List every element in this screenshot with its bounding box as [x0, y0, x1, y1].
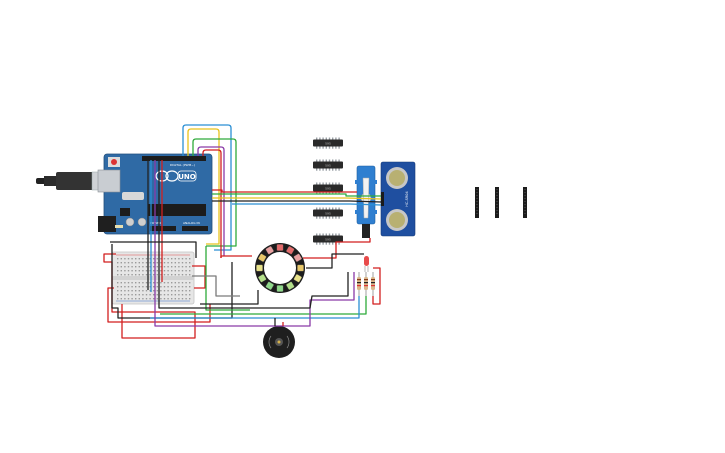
wire-green[interactable]	[212, 193, 381, 197]
wire-red[interactable]	[103, 253, 196, 339]
pin-header-strip[interactable]	[495, 187, 499, 218]
wire-red[interactable]	[202, 149, 222, 258]
wire-black[interactable]	[111, 244, 233, 319]
breadboard-holes	[117, 258, 191, 300]
wire-purple[interactable]	[197, 146, 225, 256]
resistor[interactable]	[364, 272, 368, 296]
wire-purple[interactable]	[154, 272, 355, 327]
wire-black[interactable]	[158, 272, 349, 309]
neopixel-pixels	[256, 244, 304, 292]
wire-black[interactable]	[306, 253, 364, 269]
wire-gray[interactable]	[192, 275, 240, 297]
wire-red[interactable]	[372, 267, 381, 305]
wire-green[interactable]	[192, 138, 237, 247]
wire-green[interactable]	[205, 246, 250, 311]
pin-header-strip[interactable]	[475, 187, 479, 218]
ic-chip-label: 595	[325, 212, 331, 216]
wire-red[interactable]	[220, 255, 252, 258]
ic-chip-label: 595	[325, 164, 331, 168]
reset-button[interactable]	[111, 159, 117, 165]
sound-icon	[268, 335, 272, 349]
wire-blue[interactable]	[232, 203, 382, 206]
wire-red[interactable]	[303, 238, 371, 259]
neopixel-led	[286, 246, 295, 255]
neopixel-led	[258, 253, 267, 262]
red-led[interactable]	[364, 256, 369, 272]
ic-chip-595[interactable]: 595	[313, 207, 343, 219]
ic-chip-label: 595	[325, 238, 331, 242]
analog-header[interactable]	[182, 226, 208, 231]
wire-yellow[interactable]	[212, 197, 382, 200]
wire-red[interactable]	[212, 189, 357, 193]
neopixel-led	[256, 264, 263, 272]
board-brand-text: UNO	[178, 173, 196, 181]
neopixel-led	[276, 285, 284, 292]
atmega-chip	[148, 204, 206, 216]
neopixel-led	[265, 246, 274, 255]
ic-chip-595[interactable]: 595	[313, 233, 343, 245]
servo-connector	[362, 224, 370, 238]
crystal	[122, 192, 144, 200]
wire-yellow[interactable]	[187, 128, 220, 245]
ic-chip-595[interactable]: 595	[313, 137, 343, 149]
wire-blue[interactable]	[150, 296, 360, 319]
analog-label: ANALOG IN	[183, 221, 200, 225]
resistor[interactable]	[371, 272, 375, 296]
neopixel-led	[286, 281, 295, 290]
neopixel-led	[293, 253, 302, 262]
wire-red[interactable]	[192, 265, 206, 289]
digital-label: DIGITAL (PWM~)	[170, 163, 195, 167]
neopixel-led	[297, 264, 304, 272]
digital-header[interactable]	[142, 156, 206, 161]
resistor-group[interactable]	[357, 256, 375, 296]
wire-blue[interactable]	[182, 124, 232, 251]
servo-motor[interactable]	[355, 165, 377, 238]
neopixel-led	[265, 281, 274, 290]
sensor-label: HC-SR04	[405, 191, 409, 207]
wires[interactable]	[103, 124, 382, 339]
receiver-icon	[389, 212, 405, 228]
power-header[interactable]	[150, 226, 176, 231]
neopixel-led	[293, 274, 302, 283]
transmitter-icon	[389, 170, 405, 186]
piezo-buzzer[interactable]	[263, 326, 295, 358]
neopixel-led	[258, 274, 267, 283]
ic-chip-595[interactable]: 595	[313, 159, 343, 171]
ic-chip-label: 595	[325, 187, 331, 191]
neopixel-led	[276, 244, 284, 251]
wire-black[interactable]	[110, 241, 197, 258]
resistor[interactable]	[357, 272, 361, 296]
wire-red[interactable]	[107, 287, 211, 323]
wire-black[interactable]	[212, 200, 382, 203]
ic-chip-label: 595	[325, 142, 331, 146]
header-pin-strips[interactable]	[475, 187, 527, 218]
ultrasonic-sensor[interactable]: HC-SR04	[380, 161, 416, 237]
wire-black[interactable]	[200, 290, 259, 305]
neopixel-ring[interactable]	[255, 243, 305, 293]
shift-register-group: 595 595 595 595 595	[313, 137, 343, 245]
breadboard[interactable]	[111, 251, 195, 305]
pin-header-strip[interactable]	[523, 187, 527, 218]
wire-green[interactable]	[160, 296, 367, 315]
